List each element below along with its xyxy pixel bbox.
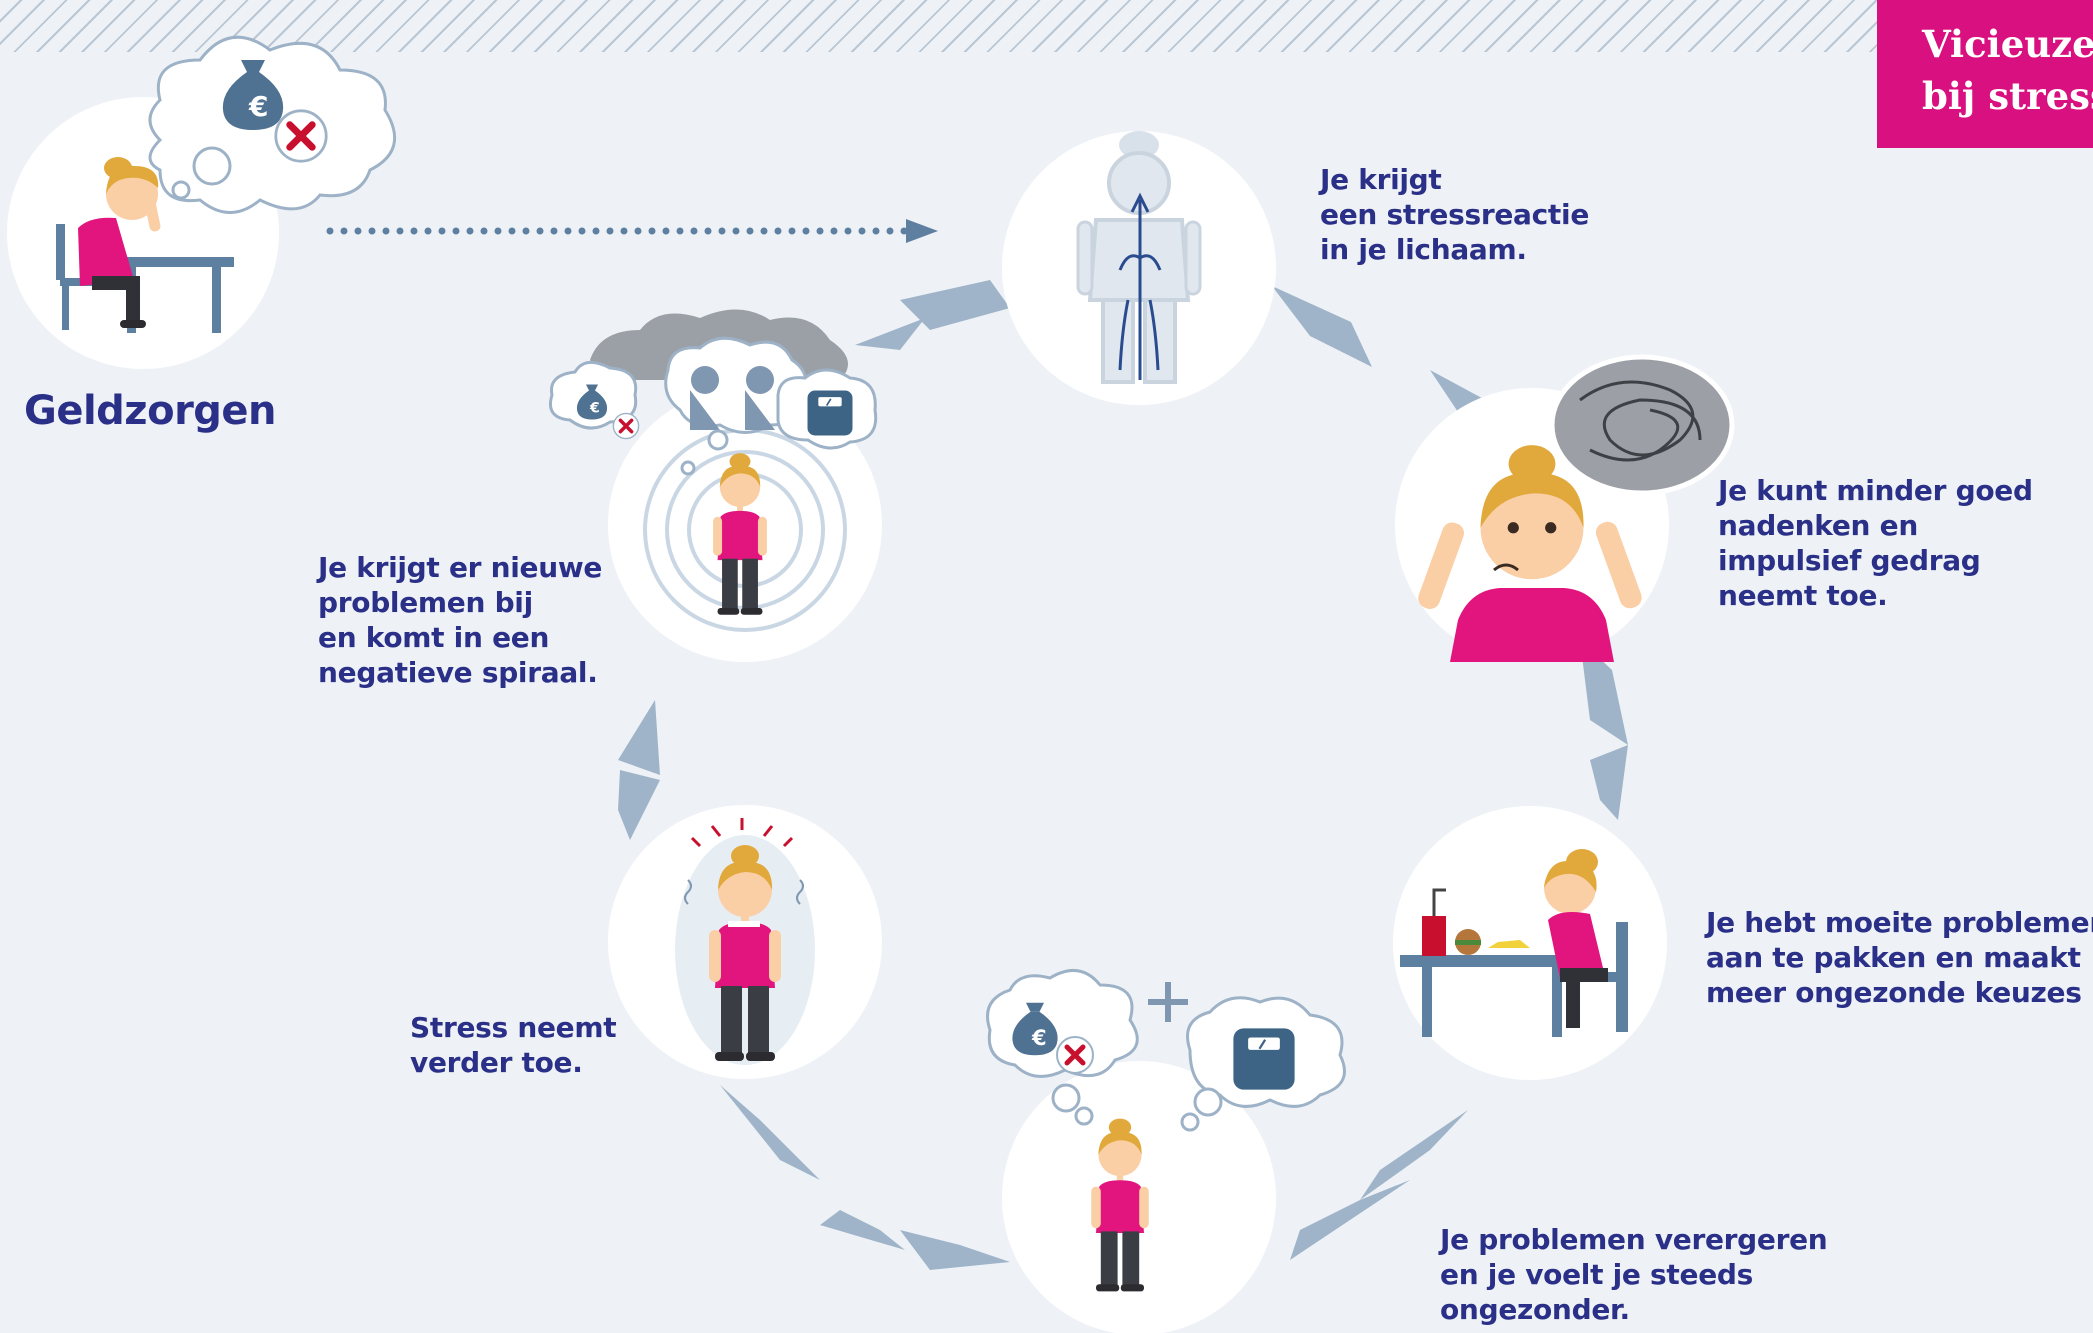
scale-icon — [806, 389, 854, 437]
text-line: problemen bij — [318, 586, 533, 619]
step-unhealthy-choices-text: Je hebt moeite problemen aan te pakken e… — [1706, 905, 2093, 1010]
badge-line-2: bij stress — [1922, 74, 2093, 118]
dotted-start-arrow — [326, 219, 938, 243]
scale-icon — [1232, 1027, 1296, 1091]
text-line: impulsief gedrag — [1718, 544, 1981, 577]
x-icon — [1057, 1037, 1093, 1073]
step-stress-reaction-illustration — [1002, 131, 1276, 405]
step-less-thinking-illustration — [1395, 354, 1735, 662]
text-line: ongezonder. — [1440, 1293, 1630, 1326]
text-line: een stressreactie — [1320, 198, 1590, 231]
badge-line-1: Vicieuze — [1922, 22, 2093, 66]
text-line: Je krijgt er nieuwe — [318, 551, 603, 584]
text-line: Je kunt minder goed — [1718, 474, 2033, 507]
text-line: Stress neemt — [410, 1011, 617, 1044]
step-negative-spiral-illustration — [549, 309, 882, 662]
text-line: aan te pakken en maakt — [1706, 941, 2081, 974]
text-line: nadenken en — [1718, 509, 1918, 542]
text-line: en komt in een — [318, 621, 550, 654]
text-line: verder toe. — [410, 1046, 583, 1079]
step-stress-increases-illustration — [608, 805, 882, 1079]
text-line: en je voelt je steeds — [1440, 1258, 1753, 1291]
text-line: negatieve spiraal. — [318, 656, 598, 689]
striped-header-band — [0, 0, 1880, 52]
text-line: in je lichaam. — [1320, 233, 1527, 266]
step-problems-worsen-text: Je problemen verergeren en je voelt je s… — [1440, 1222, 1828, 1327]
tangled-thoughts-icon — [1579, 380, 1702, 462]
text-line: Je hebt moeite problemen — [1706, 906, 2093, 939]
step-unhealthy-choices-illustration — [1393, 806, 1667, 1080]
woman-at-table-icon — [56, 157, 234, 333]
start-title: Geldzorgen — [24, 388, 277, 434]
title-badge: Vicieuze bij stress — [1877, 0, 2093, 148]
fast-food-icon — [1422, 888, 1530, 956]
text-line: Je krijgt — [1320, 163, 1442, 196]
text-line: meer ongezonde keuzes — [1706, 976, 2082, 1009]
woman-head-in-hands-icon — [1418, 445, 1642, 662]
cycle-arrows — [618, 280, 1628, 1270]
step-stress-reaction-text: Je krijgt een stressreactie in je lichaa… — [1320, 162, 1589, 267]
geldzorgen-illustration — [7, 35, 397, 369]
step-stress-increases-text: Stress neemt verder toe. — [410, 1010, 617, 1080]
step-problems-worsen-illustration — [986, 969, 1346, 1333]
x-icon — [612, 412, 640, 440]
text-line: neemt toe. — [1718, 579, 1888, 612]
step-less-thinking-text: Je kunt minder goed nadenken en impulsie… — [1718, 473, 2033, 613]
x-icon — [276, 111, 326, 161]
step-negative-spiral-text: Je krijgt er nieuwe problemen bij en kom… — [318, 550, 602, 690]
text-line: Je problemen verergeren — [1440, 1223, 1828, 1256]
